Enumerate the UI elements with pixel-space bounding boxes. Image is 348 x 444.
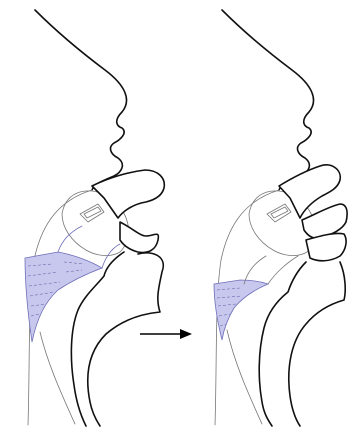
device-slot-after xyxy=(267,204,291,222)
device-slot xyxy=(80,204,104,222)
device-strap-after xyxy=(244,256,298,284)
palm-guide-inner xyxy=(40,332,75,424)
finger-mid xyxy=(120,222,158,253)
hand-outline xyxy=(88,253,164,426)
highlight-region-after xyxy=(214,280,268,340)
device-slot-inner-after xyxy=(271,207,288,218)
panel-before xyxy=(25,10,164,426)
right-arrow-icon xyxy=(140,329,192,339)
palm-guide-inner-after xyxy=(227,330,262,424)
highlight-region xyxy=(25,252,102,342)
panel-after xyxy=(214,10,347,426)
face-profile-after xyxy=(222,10,314,190)
hand-outline-lower-after xyxy=(259,262,306,426)
face-profile xyxy=(35,10,127,190)
hand-outline-after xyxy=(289,262,345,426)
finger-low-after xyxy=(306,233,346,260)
device-slot-inner xyxy=(84,207,101,218)
